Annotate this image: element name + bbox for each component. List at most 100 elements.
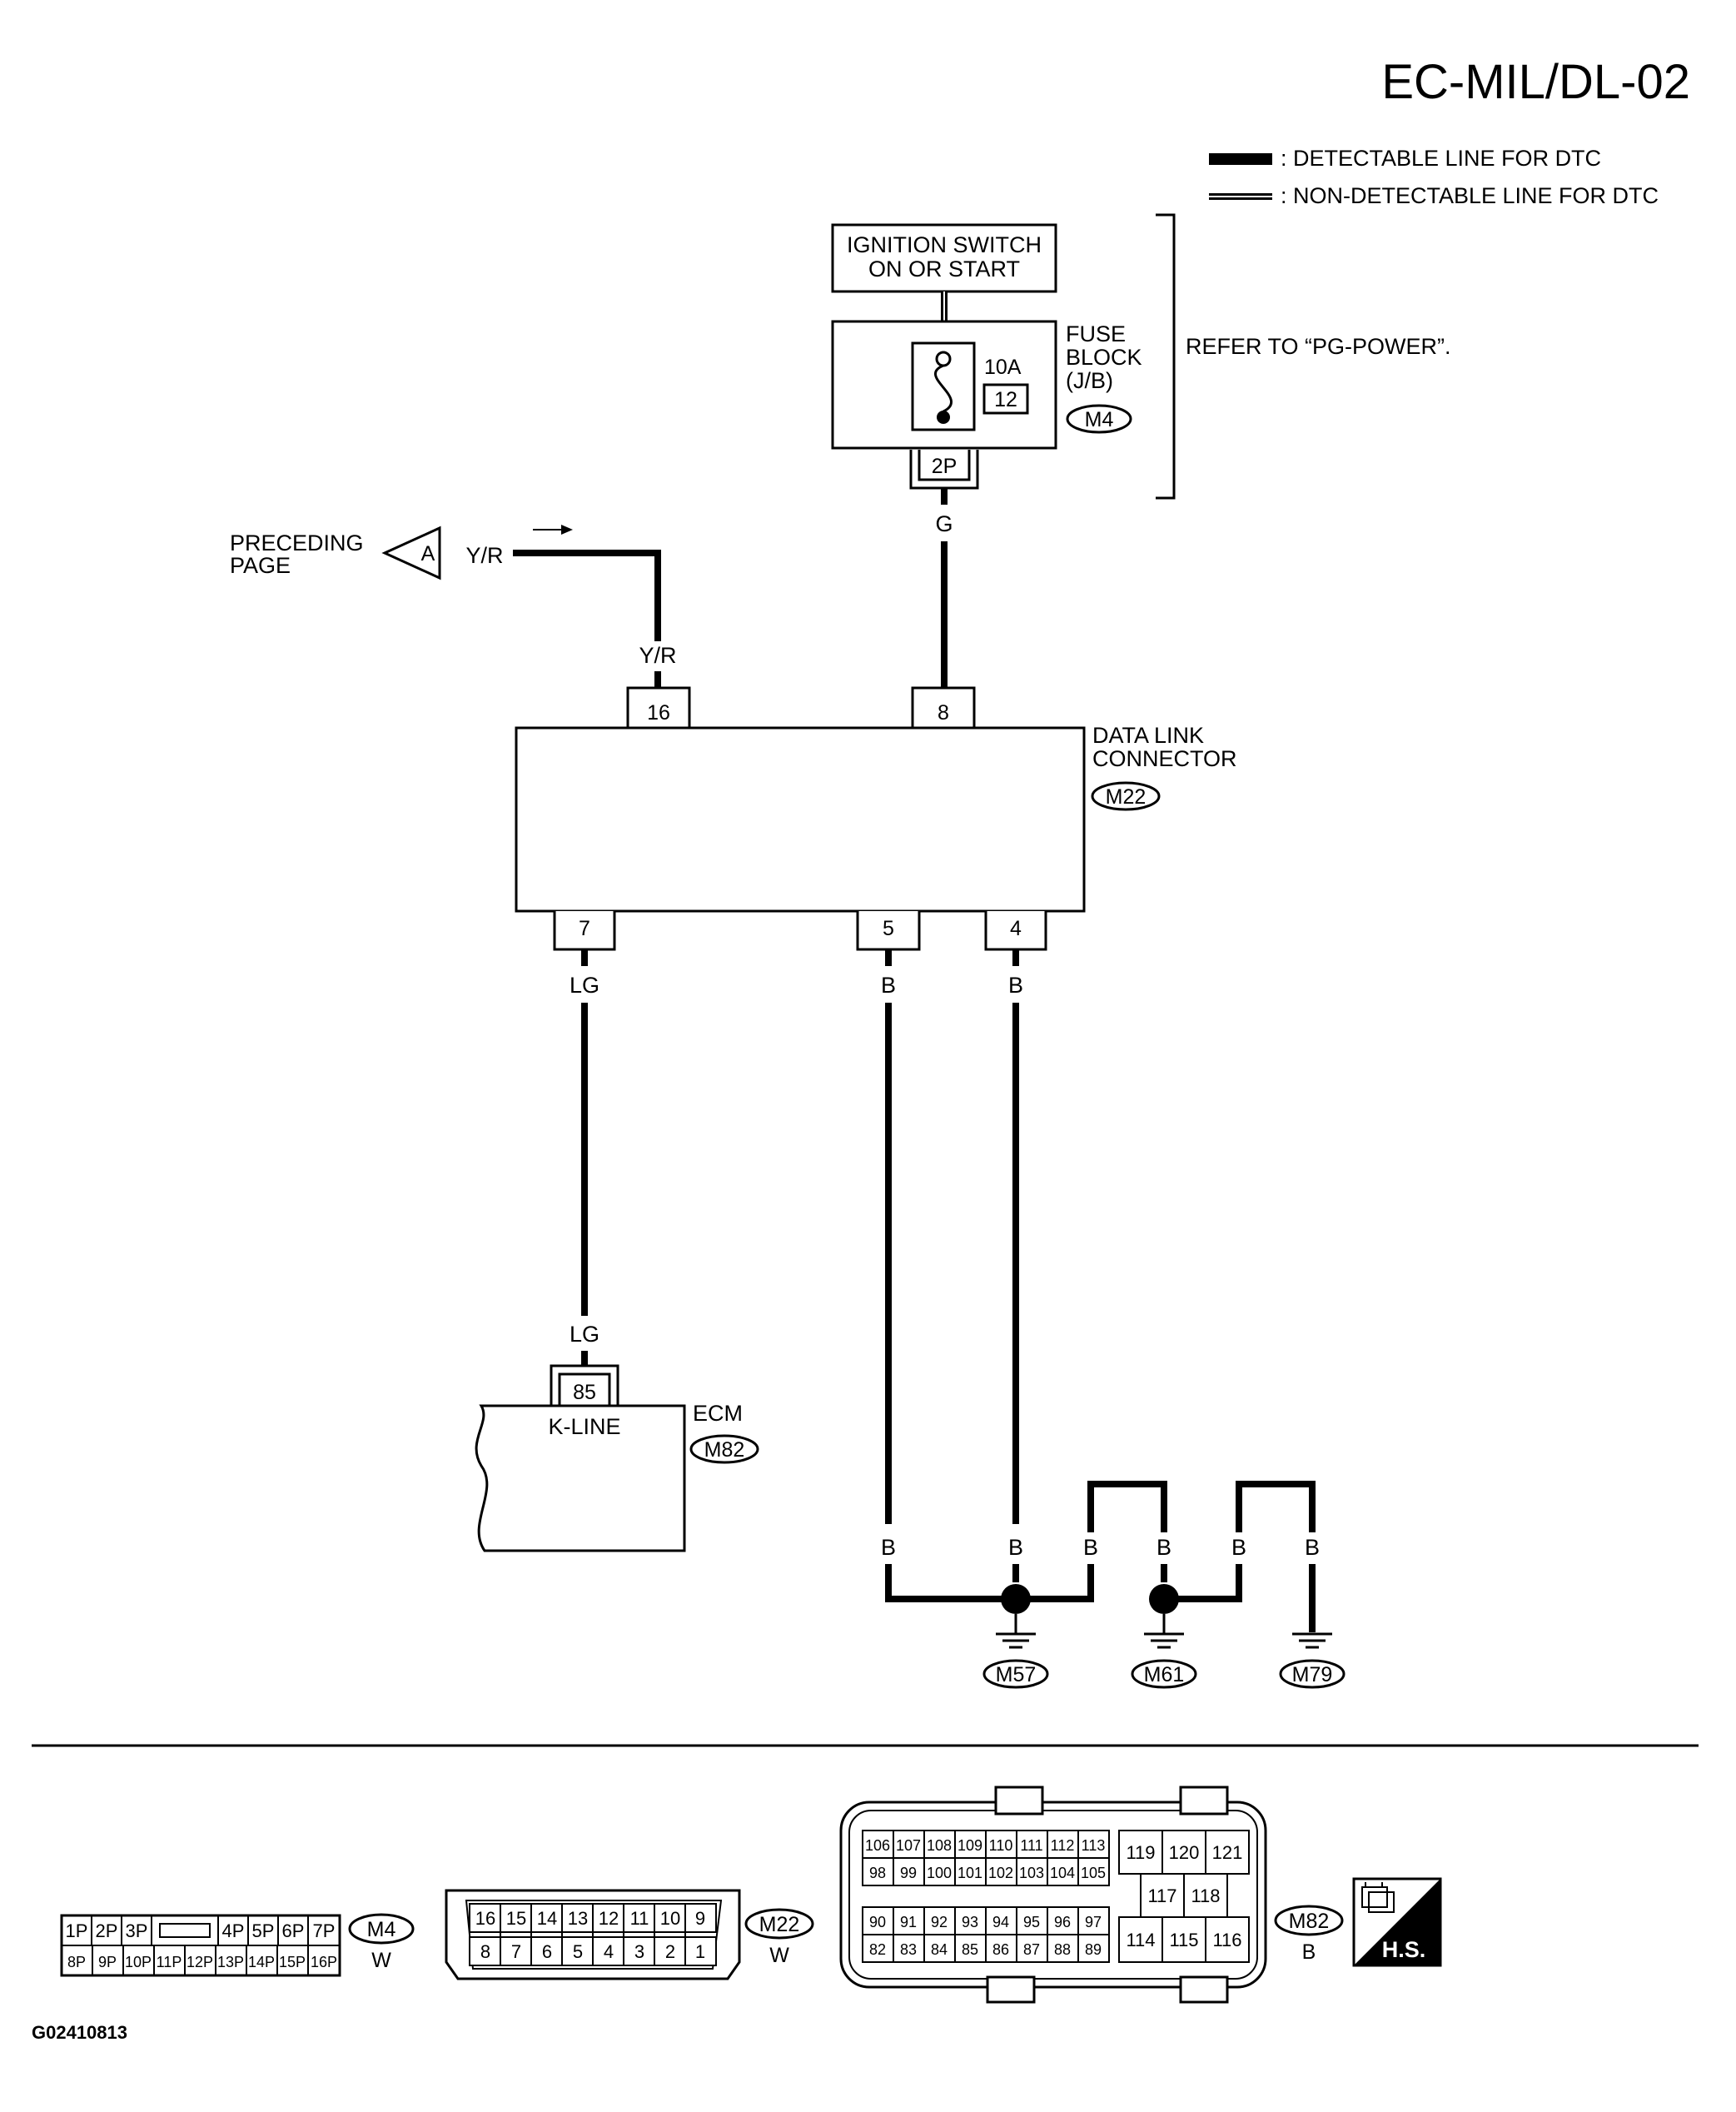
ground-icon-m57 bbox=[996, 1614, 1036, 1649]
m82-pin: 115 bbox=[1169, 1930, 1198, 1950]
m82-pin: 92 bbox=[931, 1914, 948, 1930]
m82-pin: 117 bbox=[1147, 1885, 1176, 1906]
preceding-line1: PRECEDING bbox=[230, 530, 364, 555]
ecm-connector-badge bbox=[689, 1434, 759, 1464]
fuse-amp: 10A bbox=[984, 356, 1022, 379]
m82-pin: 95 bbox=[1023, 1914, 1040, 1930]
refer-text: REFER TO “PG-POWER”. bbox=[1186, 334, 1451, 359]
m82-pin: 87 bbox=[1023, 1941, 1040, 1958]
m82-pin: 105 bbox=[1081, 1865, 1106, 1881]
preceding-marker-icon bbox=[381, 526, 441, 580]
m82-pin: 111 bbox=[1020, 1837, 1042, 1854]
ground-m57-label: M57 bbox=[996, 1663, 1037, 1686]
m82-pin: 116 bbox=[1212, 1930, 1241, 1950]
m82-pin: 85 bbox=[962, 1941, 978, 1958]
ground-wiring bbox=[885, 1481, 1316, 1632]
m22-id: M22 bbox=[759, 1913, 800, 1936]
m82-pin: 82 bbox=[869, 1941, 886, 1958]
dlc-title2: CONNECTOR bbox=[1092, 746, 1237, 771]
m4-pin: 12P bbox=[187, 1954, 213, 1970]
wire-yr-label: Y/R bbox=[639, 643, 676, 668]
m22-pin: 9 bbox=[695, 1908, 705, 1929]
m82-pin: 113 bbox=[1082, 1837, 1106, 1854]
m82-pin: 102 bbox=[988, 1865, 1013, 1881]
figure-code: G02410813 bbox=[32, 2022, 127, 2043]
m4-pin: 6P bbox=[282, 1920, 305, 1941]
m4-pin: 3P bbox=[126, 1920, 148, 1941]
wire-yr bbox=[513, 550, 661, 641]
m4-pin: 4P bbox=[222, 1920, 245, 1941]
m82-pin: 93 bbox=[962, 1914, 978, 1930]
m22-pin: 15 bbox=[506, 1908, 526, 1929]
m22-pin: 8 bbox=[480, 1941, 490, 1962]
m82-pin: 94 bbox=[992, 1914, 1009, 1930]
m22-pin: 16 bbox=[475, 1908, 495, 1929]
dlc-pin-5-label: 5 bbox=[883, 917, 894, 940]
m4-pin: 15P bbox=[279, 1954, 306, 1970]
splice-dot-m61 bbox=[1149, 1584, 1179, 1614]
hs-icon bbox=[1352, 1877, 1442, 1967]
dlc-connector-badge bbox=[1091, 781, 1161, 811]
preceding-wire-label: Y/R bbox=[465, 543, 503, 568]
ground-m79-label: M79 bbox=[1292, 1663, 1333, 1686]
dlc-pin-7-label: 7 bbox=[579, 917, 590, 940]
m82-pin: 89 bbox=[1085, 1941, 1102, 1958]
connector-m22-face bbox=[445, 1889, 741, 1980]
m82-pin: 114 bbox=[1126, 1930, 1155, 1950]
m4-pin: 8P bbox=[67, 1954, 86, 1970]
dlc-pin-16 bbox=[626, 686, 691, 728]
wire-b4-label: B bbox=[1008, 973, 1023, 998]
m4-pin: 13P bbox=[217, 1954, 244, 1970]
m82-pin: 109 bbox=[958, 1837, 982, 1854]
ignition-switch-line2: ON OR START bbox=[868, 257, 1020, 281]
m82-pin: 83 bbox=[900, 1941, 917, 1958]
dlc-pin-16-label: 16 bbox=[647, 701, 670, 725]
fuse-number: 12 bbox=[994, 388, 1017, 411]
data-link-connector-box bbox=[515, 726, 1086, 913]
m82-pin: 86 bbox=[992, 1941, 1009, 1958]
connector-m82-face bbox=[839, 1786, 1267, 2004]
m82-pin: 90 bbox=[869, 1914, 886, 1930]
fuse-block-title2: BLOCK bbox=[1066, 345, 1142, 370]
m22-pin: 6 bbox=[542, 1941, 552, 1962]
legend-non-detectable-swatch bbox=[1209, 193, 1272, 200]
ground-m61-badge bbox=[1131, 1659, 1197, 1689]
m22-pin: 5 bbox=[573, 1941, 583, 1962]
m82-pin: 100 bbox=[927, 1865, 952, 1881]
m82-color: B bbox=[1302, 1940, 1316, 1964]
fuse-block-title1: FUSE bbox=[1066, 321, 1126, 346]
m22-pin: 3 bbox=[634, 1941, 644, 1962]
m22-pin: 4 bbox=[604, 1941, 614, 1962]
preceding-line2: PAGE bbox=[230, 553, 291, 578]
m4-color: W bbox=[371, 1949, 391, 1972]
ground-wire-label-1: B bbox=[881, 1535, 896, 1560]
ground-m79-badge bbox=[1279, 1659, 1346, 1689]
fuse-connector-id: M4 bbox=[1085, 408, 1114, 431]
m22-pin: 13 bbox=[568, 1908, 588, 1929]
m82-pin: 104 bbox=[1050, 1865, 1075, 1881]
hs-label: H.S. bbox=[1382, 1937, 1426, 1962]
m82-pin: 118 bbox=[1191, 1885, 1220, 1906]
m22-pin: 14 bbox=[537, 1908, 557, 1929]
m4-pin: 11P bbox=[157, 1954, 182, 1970]
ground-icon-m61 bbox=[1144, 1614, 1184, 1649]
ground-wire-label-3: B bbox=[1083, 1535, 1098, 1560]
m22-pin: 1 bbox=[695, 1941, 705, 1962]
m4-pin: 5P bbox=[252, 1920, 275, 1941]
dlc-pin-4-label: 4 bbox=[1010, 917, 1022, 940]
m22-color: W bbox=[769, 1944, 789, 1967]
m4-pin: 7P bbox=[313, 1920, 336, 1941]
wire-g-label: G bbox=[935, 511, 953, 536]
ground-m61-label: M61 bbox=[1144, 1663, 1185, 1686]
m4-pin: 16P bbox=[311, 1954, 337, 1970]
fuse-terminal-label: 2P bbox=[932, 455, 958, 478]
m82-pin: 107 bbox=[896, 1837, 921, 1854]
m22-badge bbox=[744, 1908, 814, 1940]
m82-pin: 101 bbox=[958, 1865, 982, 1881]
ground-m57-badge bbox=[982, 1659, 1049, 1689]
m4-pin: 10P bbox=[125, 1954, 152, 1970]
ignition-switch-line1: IGNITION SWITCH bbox=[847, 232, 1042, 257]
fuse-connector-badge bbox=[1066, 404, 1132, 434]
m22-pin: 10 bbox=[660, 1908, 680, 1929]
